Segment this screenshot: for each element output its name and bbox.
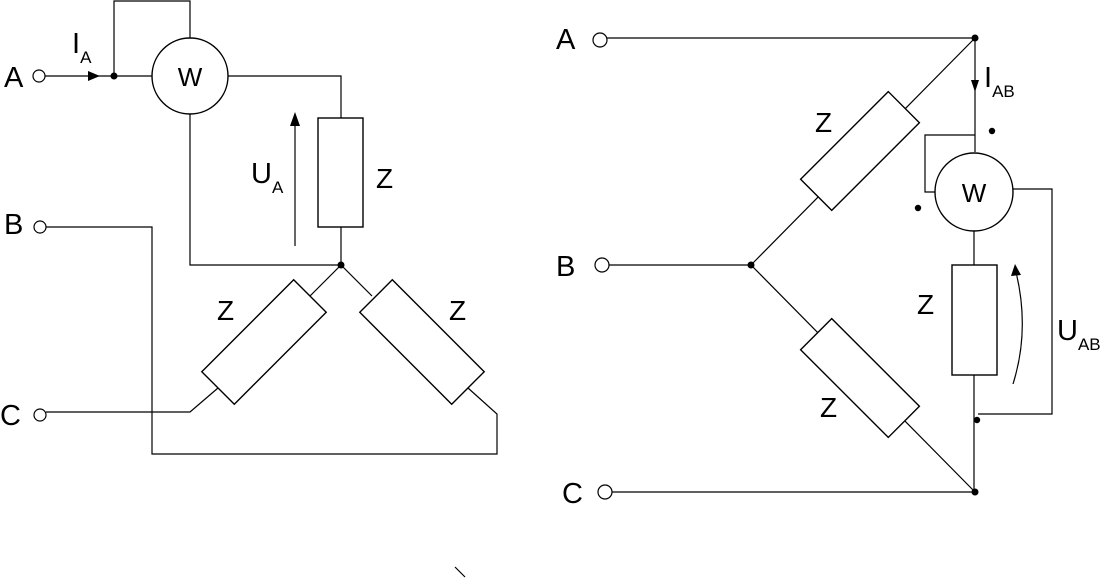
terminal-c-label: C <box>0 400 21 432</box>
wattmeter-label: W <box>178 62 203 92</box>
terminal-c <box>33 408 47 422</box>
voltage-coil-lead <box>189 114 341 266</box>
terminal-a-label: A <box>4 62 24 94</box>
voltage-arrow <box>1012 271 1023 385</box>
voltage-arrow-head <box>290 112 300 126</box>
terminal-b-label: B <box>4 209 23 241</box>
phase-b-wire-top <box>340 264 373 297</box>
stray-mark <box>454 566 466 578</box>
impedance-phase-a <box>317 117 364 228</box>
voltage-junction <box>973 416 981 424</box>
terminal-b-label: B <box>556 251 575 283</box>
voltage-coil-lead <box>978 188 1053 415</box>
polarity-dot-upper <box>988 127 996 135</box>
voltage-label: UAB <box>1057 315 1101 354</box>
impedance-phase-b-label: Z <box>449 295 466 326</box>
impedance-phase-a-label: Z <box>376 163 393 194</box>
terminal-a-label: A <box>556 24 576 56</box>
impedance-phase-c-label: Z <box>217 295 234 326</box>
line-c-wire <box>46 387 219 413</box>
phase-a-wire <box>228 75 342 118</box>
current-label: IA <box>72 28 92 67</box>
current-arrow <box>971 80 979 92</box>
current-coil-loop <box>924 134 975 193</box>
terminal-b <box>594 257 610 273</box>
current-arrow <box>88 71 100 81</box>
terminal-c <box>597 484 613 500</box>
terminal-c-label: C <box>562 478 583 510</box>
phase-c-wire-top <box>309 264 342 297</box>
impedance-ca <box>951 264 998 376</box>
current-coil-loop <box>113 0 191 76</box>
impedance-bc-label: Z <box>820 392 837 423</box>
terminal-a <box>32 69 46 83</box>
voltage-label: UA <box>251 158 284 197</box>
terminal-b <box>33 220 47 234</box>
voltage-arrow-head <box>1011 264 1021 276</box>
right-circuit: A B C Z Z IAB <box>556 24 1101 510</box>
impedance-ab <box>799 90 921 212</box>
line-b-wire <box>46 226 498 455</box>
left-circuit: A B C IA W Z UA Z <box>0 0 498 455</box>
impedance-ca-label: Z <box>917 289 934 320</box>
terminal-a <box>592 32 608 48</box>
wattmeter-label: W <box>962 178 987 208</box>
impedance-phase-b <box>358 278 486 406</box>
impedance-phase-c <box>200 278 328 406</box>
polarity-dot-lower <box>914 204 922 212</box>
impedance-bc <box>799 317 921 439</box>
impedance-ab-label: Z <box>815 107 832 138</box>
current-label: IAB <box>984 62 1015 101</box>
